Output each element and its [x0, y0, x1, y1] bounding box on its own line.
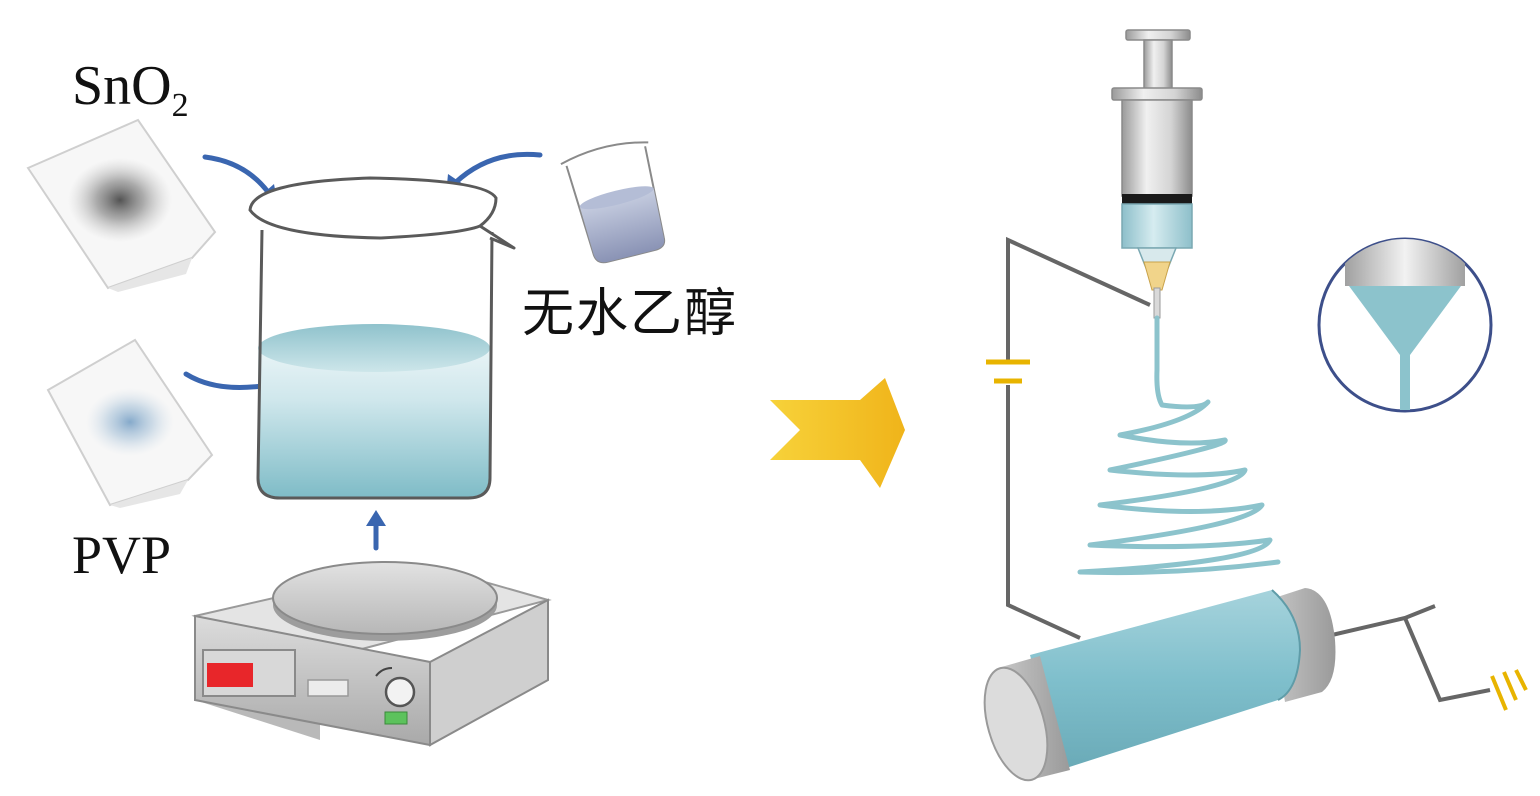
- magnetic-stirrer-icon: [191, 561, 552, 747]
- process-arrow-icon: [770, 378, 905, 488]
- ground-icon: [1490, 669, 1528, 711]
- sno2-label: SnO2: [72, 58, 189, 123]
- sno2-label-subscript: 2: [171, 87, 189, 124]
- mix-beaker-icon: [248, 176, 516, 500]
- syringe-icon: [1111, 29, 1203, 319]
- arrow-pvp-icon: [183, 371, 265, 390]
- circuit-wire: [1006, 236, 1491, 703]
- rotating-drum-collector-icon: [983, 588, 1336, 782]
- knob-icon: [384, 676, 416, 708]
- arrow-ethanol-icon: [452, 151, 543, 186]
- taylor-cone-inset-icon: [1317, 237, 1493, 413]
- red-display-icon: [207, 663, 253, 687]
- ethanol-label: 无水乙醇: [522, 284, 739, 344]
- pvp-label: PVP: [72, 525, 172, 585]
- green-button-icon: [384, 711, 408, 725]
- ethanol-beaker-icon: [560, 141, 666, 264]
- sno2-label-main: SnO: [72, 55, 172, 117]
- battery-icon: [986, 359, 1030, 384]
- fiber-jet: [1077, 315, 1281, 576]
- pvp-powder-paper-icon: [46, 338, 214, 508]
- sno2-powder-paper-icon: [26, 118, 217, 292]
- arrow-sno2-icon: [202, 154, 271, 195]
